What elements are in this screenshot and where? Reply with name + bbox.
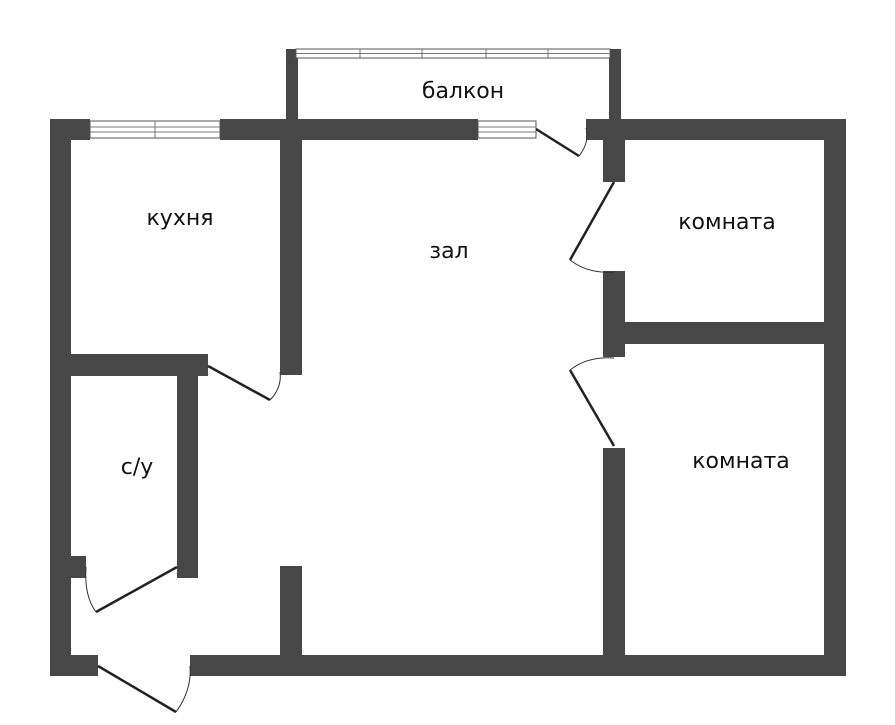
- wall-kitchen-bottom: [70, 354, 208, 376]
- wall-bathroom-right: [177, 375, 198, 578]
- walls: [50, 49, 846, 676]
- room-labels: балкон кухня зал комната комната с/у: [121, 79, 790, 480]
- door-entrance-arc: [175, 665, 191, 713]
- wall-rooms-lower: [603, 448, 625, 658]
- outer-wall-top-middle: [220, 119, 478, 140]
- door-balcony: [535, 127, 580, 158]
- label-kitchen: кухня: [147, 206, 214, 231]
- label-hall: зал: [429, 239, 468, 264]
- window-balcony: [295, 48, 611, 59]
- door-kitchen: [207, 364, 271, 402]
- label-room-upper: комната: [678, 210, 776, 235]
- door-room-lower-arc: [569, 357, 615, 371]
- wall-rooms-top-stub: [603, 138, 625, 182]
- outer-wall-top-right: [586, 119, 846, 140]
- wall-bathroom-stub: [70, 556, 86, 578]
- wall-rooms-middle: [603, 271, 625, 357]
- label-room-lower: комната: [692, 449, 790, 474]
- door-bathroom-arc: [85, 566, 97, 613]
- door-kitchen-arc: [269, 371, 281, 401]
- door-room-upper-arc: [569, 259, 615, 273]
- wall-corridor-stub: [280, 566, 302, 658]
- door-bathroom: [95, 565, 178, 614]
- balcony-wall-left: [286, 49, 298, 121]
- windows: [89, 48, 611, 139]
- window-balcony-door: [477, 120, 537, 139]
- label-bathroom: с/у: [121, 455, 154, 480]
- window-kitchen: [89, 120, 221, 139]
- outer-wall-right: [824, 119, 846, 676]
- label-balcony: балкон: [422, 79, 504, 104]
- wall-kitchen-hall: [280, 138, 302, 375]
- door-entrance: [97, 664, 177, 714]
- door-room-upper: [568, 181, 616, 261]
- outer-wall-bottom-left: [50, 655, 98, 676]
- balcony-wall-right: [609, 49, 621, 121]
- doors: [85, 127, 616, 714]
- door-room-lower: [568, 369, 616, 447]
- door-balcony-arc: [578, 127, 588, 157]
- wall-between-rooms: [623, 322, 826, 344]
- outer-wall-bottom-right: [190, 655, 846, 676]
- outer-wall-left: [50, 119, 71, 676]
